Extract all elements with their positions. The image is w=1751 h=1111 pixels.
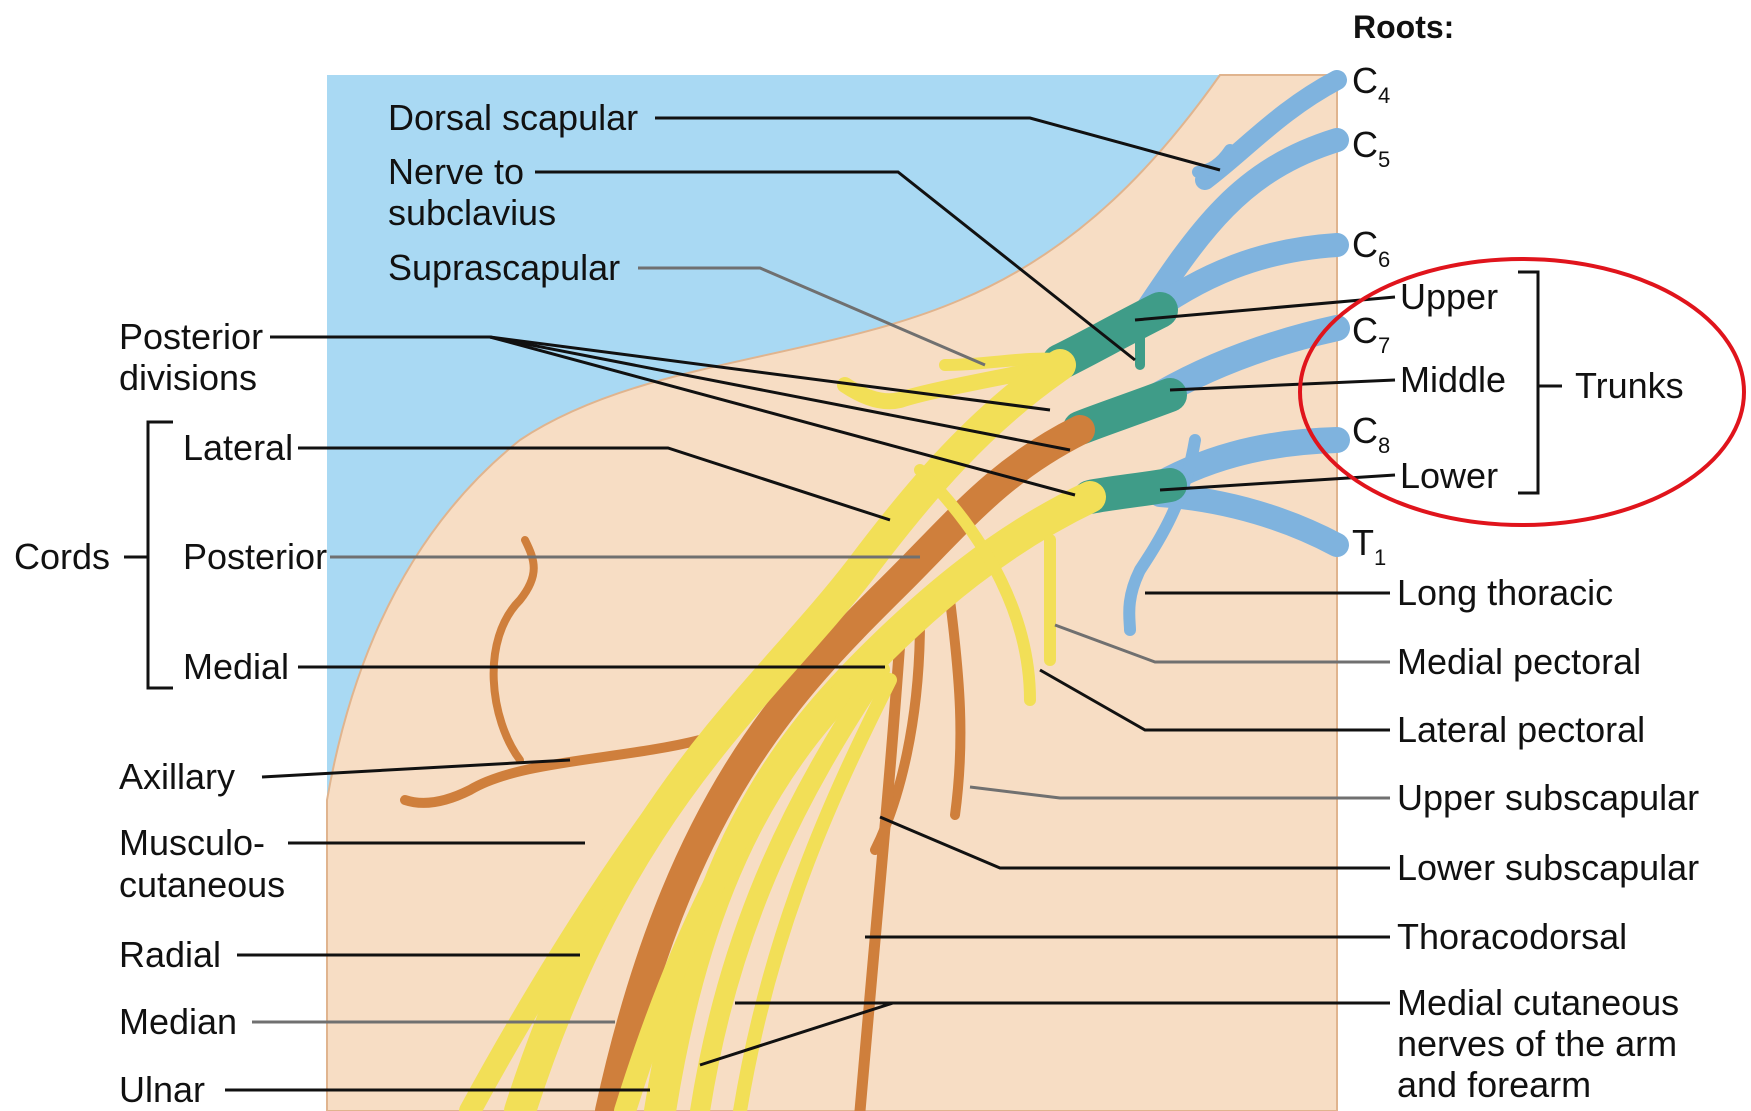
medial-cutaneous-label-2: nerves of the arm bbox=[1397, 1023, 1677, 1064]
root-label-c5: C5 bbox=[1352, 124, 1390, 172]
root-letter: C bbox=[1352, 124, 1378, 165]
root-letter: T bbox=[1352, 522, 1374, 563]
dorsal-scapular-label: Dorsal scapular bbox=[388, 97, 638, 138]
root-letter: C bbox=[1352, 310, 1378, 351]
long-thoracic-label: Long thoracic bbox=[1397, 572, 1613, 613]
musculocutaneous-label-1: Musculo- bbox=[119, 822, 265, 863]
thoracodorsal-label: Thoracodorsal bbox=[1397, 916, 1627, 957]
trunk-lower-label: Lower bbox=[1400, 455, 1498, 496]
root-label-c6: C6 bbox=[1352, 224, 1390, 272]
root-subscript: 8 bbox=[1378, 433, 1390, 458]
roots-heading: Roots: bbox=[1353, 9, 1454, 45]
upper-subscapular-label: Upper subscapular bbox=[1397, 777, 1699, 818]
cord-posterior-label: Posterior bbox=[183, 536, 327, 577]
root-subscript: 1 bbox=[1374, 545, 1386, 570]
ulnar-label: Ulnar bbox=[119, 1069, 205, 1110]
lower-subscapular-label: Lower subscapular bbox=[1397, 847, 1699, 888]
root-subscript: 7 bbox=[1378, 333, 1390, 358]
lateral-pectoral-label: Lateral pectoral bbox=[1397, 709, 1645, 750]
axillary-label: Axillary bbox=[119, 756, 235, 797]
posterior-divisions-label-1: Posterior bbox=[119, 316, 263, 357]
cord-lateral-label: Lateral bbox=[183, 427, 293, 468]
medial-cutaneous-label-3: and forearm bbox=[1397, 1064, 1591, 1105]
medial-pectoral-label: Medial pectoral bbox=[1397, 641, 1641, 682]
median-label: Median bbox=[119, 1001, 237, 1042]
root-letter: C bbox=[1352, 60, 1378, 101]
nerve-to-subclavius-label-1: Nerve to bbox=[388, 151, 524, 192]
trunks-group-label: Trunks bbox=[1575, 365, 1684, 406]
root-subscript: 6 bbox=[1378, 247, 1390, 272]
root-label-c8: C8 bbox=[1352, 410, 1390, 458]
musculocutaneous-label-2: cutaneous bbox=[119, 864, 285, 905]
cord-medial-label: Medial bbox=[183, 646, 289, 687]
medial-cutaneous-label-1: Medial cutaneous bbox=[1397, 982, 1679, 1023]
nerve-to-subclavius-label-2: subclavius bbox=[388, 192, 556, 233]
radial-label: Radial bbox=[119, 934, 221, 975]
posterior-divisions-label-2: divisions bbox=[119, 357, 257, 398]
root-label-c4: C4 bbox=[1352, 60, 1390, 108]
root-letter: C bbox=[1352, 410, 1378, 451]
cords-group-label: Cords bbox=[14, 536, 110, 577]
cords-bracket bbox=[148, 422, 173, 688]
trunk-middle-label: Middle bbox=[1400, 359, 1506, 400]
root-label-c7: C7 bbox=[1352, 310, 1390, 358]
trunks-bracket bbox=[1518, 272, 1538, 493]
root-letter: C bbox=[1352, 224, 1378, 265]
root-subscript: 5 bbox=[1378, 147, 1390, 172]
suprascapular-label: Suprascapular bbox=[388, 247, 620, 288]
root-subscript: 4 bbox=[1378, 83, 1390, 108]
root-label-t1: T1 bbox=[1352, 522, 1386, 570]
trunk-upper-label: Upper bbox=[1400, 276, 1498, 317]
